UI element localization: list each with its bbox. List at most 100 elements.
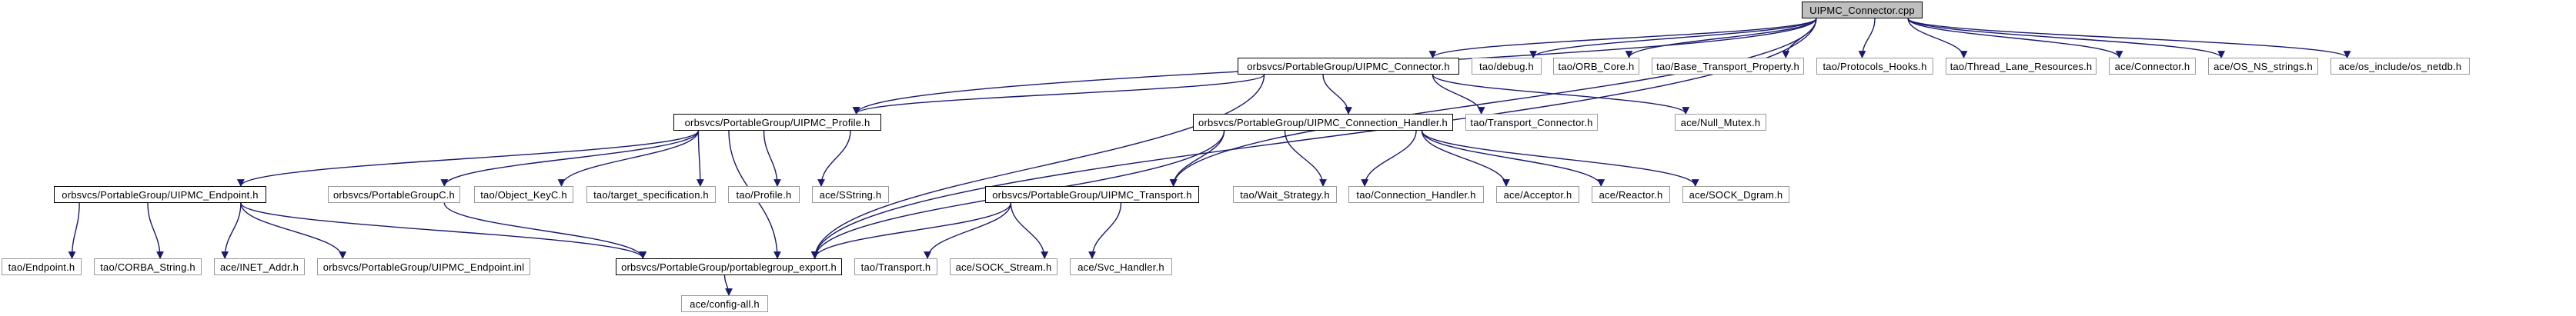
graph-edge bbox=[1421, 130, 1699, 187]
graph-node[interactable]: orbsvcs/PortableGroupC.h bbox=[328, 186, 460, 203]
graph-node[interactable]: tao/Thread_Lane_Resources.h bbox=[1946, 58, 2097, 75]
graph-node-label: tao/Profile.h bbox=[736, 188, 792, 201]
graph-edge bbox=[1088, 202, 1122, 259]
graph-node[interactable]: tao/Connection_Handler.h bbox=[1348, 186, 1484, 203]
graph-node-label: ace/Svc_Handler.h bbox=[1078, 261, 1164, 273]
graph-node[interactable]: ace/Connector.h bbox=[2109, 58, 2196, 75]
graph-node-label: orbsvcs/PortableGroup/portablegroup_expo… bbox=[621, 261, 837, 273]
graph-edge bbox=[440, 130, 700, 187]
graph-node-label: orbsvcs/PortableGroupC.h bbox=[333, 188, 455, 201]
graph-edge bbox=[1858, 18, 1876, 58]
graph-edge bbox=[723, 274, 733, 296]
graph-edge bbox=[696, 130, 704, 187]
graph-edge bbox=[1421, 130, 1510, 187]
graph-node[interactable]: tao/ORB_Core.h bbox=[1553, 58, 1639, 75]
graph-edge bbox=[147, 202, 164, 259]
graph-edge bbox=[443, 202, 647, 259]
graph-node-label: orbsvcs/PortableGroup/UIPMC_Transport.h bbox=[992, 188, 1192, 201]
graph-node-label: ace/Reactor.h bbox=[1599, 188, 1663, 201]
graph-node[interactable]: tao/Wait_Strategy.h bbox=[1233, 186, 1337, 203]
graph-edge bbox=[1322, 74, 1352, 115]
graph-node-label: orbsvcs/PortableGroup/UIPMC_Endpoint.inl bbox=[322, 261, 525, 273]
graph-node[interactable]: ace/Reactor.h bbox=[1592, 186, 1670, 203]
graph-edge bbox=[924, 202, 1012, 259]
graph-node-label: tao/ORB_Core.h bbox=[1558, 60, 1635, 72]
graph-node-label: ace/OS_NS_strings.h bbox=[2213, 60, 2313, 72]
graph-edge bbox=[1169, 18, 1817, 187]
graph-node[interactable]: ace/OS_NS_strings.h bbox=[2208, 58, 2318, 75]
graph-node-label: ace/SOCK_Stream.h bbox=[955, 261, 1052, 273]
graph-node-label: ace/os_include/os_netdb.h bbox=[2338, 60, 2462, 72]
graph-node-label: tao/Connection_Handler.h bbox=[1356, 188, 1476, 201]
graph-node[interactable]: ace/Acceptor.h bbox=[1496, 186, 1579, 203]
graph-edge bbox=[240, 202, 647, 259]
graph-node[interactable]: ace/INET_Addr.h bbox=[214, 258, 305, 275]
graph-node[interactable]: ace/config-all.h bbox=[681, 295, 768, 312]
graph-node-label: ace/Connector.h bbox=[2114, 60, 2190, 72]
graph-node[interactable]: orbsvcs/PortableGroup/UIPMC_Connector.h bbox=[1238, 58, 1459, 75]
graph-node[interactable]: orbsvcs/PortableGroup/UIPMC_Endpoint.inl bbox=[317, 258, 530, 275]
graph-edge bbox=[852, 74, 1265, 115]
graph-node-label: UIPMC_Connector.cpp bbox=[1809, 4, 1915, 16]
graph-node-label: ace/Acceptor.h bbox=[1503, 188, 1572, 201]
graph-edge bbox=[1010, 202, 1049, 259]
graph-edge bbox=[1529, 18, 1817, 58]
graph-node[interactable]: tao/Endpoint.h bbox=[2, 258, 82, 275]
graph-edge bbox=[1421, 130, 1605, 187]
graph-node[interactable]: tao/Transport.h bbox=[854, 258, 937, 275]
graph-node-label: orbsvcs/PortableGroup/UIPMC_Endpoint.h bbox=[62, 188, 259, 201]
graph-node-label: ace/config-all.h bbox=[690, 298, 760, 310]
graph-edge bbox=[810, 202, 1012, 259]
graph-node[interactable]: orbsvcs/PortableGroup/UIPMC_Connection_H… bbox=[1193, 114, 1453, 131]
graph-edge bbox=[237, 130, 700, 187]
graph-node[interactable]: tao/CORBA_String.h bbox=[94, 258, 202, 275]
graph-edge bbox=[68, 202, 80, 259]
graph-node[interactable]: ace/SString.h bbox=[812, 186, 889, 203]
graph-node-label: tao/Thread_Lane_Resources.h bbox=[1950, 60, 2093, 72]
graph-node[interactable]: ace/SOCK_Stream.h bbox=[950, 258, 1057, 275]
graph-edge bbox=[1625, 18, 1817, 58]
graph-node-label: tao/Protocols_Hooks.h bbox=[1823, 60, 1927, 72]
graph-edge bbox=[810, 74, 1265, 259]
graph-node[interactable]: tao/Transport_Connector.h bbox=[1465, 114, 1598, 131]
graph-node-label: tao/debug.h bbox=[1479, 60, 1534, 72]
graph-node-label: ace/Null_Mutex.h bbox=[1680, 116, 1761, 128]
graph-edge bbox=[817, 130, 851, 187]
graph-node[interactable]: tao/target_specification.h bbox=[586, 186, 716, 203]
graph-node[interactable]: orbsvcs/PortableGroup/UIPMC_Transport.h bbox=[985, 186, 1199, 203]
graph-node[interactable]: ace/os_include/os_netdb.h bbox=[2330, 58, 2470, 75]
graph-node[interactable]: orbsvcs/PortableGroup/UIPMC_Profile.h bbox=[673, 114, 881, 131]
graph-node-label: orbsvcs/PortableGroup/UIPMC_Connector.h bbox=[1247, 60, 1450, 72]
graph-edge bbox=[1907, 18, 1968, 58]
graph-node[interactable]: tao/debug.h bbox=[1472, 58, 1542, 75]
graph-edge bbox=[810, 18, 1817, 259]
graph-node-label: ace/SString.h bbox=[819, 188, 882, 201]
graph-node[interactable]: ace/Svc_Handler.h bbox=[1070, 258, 1172, 275]
graph-node[interactable]: tao/Object_KeyC.h bbox=[474, 186, 573, 203]
graph-edge bbox=[1432, 74, 1485, 115]
graph-node[interactable]: tao/Profile.h bbox=[728, 186, 800, 203]
graph-node-label: ace/INET_Addr.h bbox=[220, 261, 299, 273]
graph-edge bbox=[1432, 74, 1690, 115]
graph-edge bbox=[1428, 18, 1817, 58]
graph-node[interactable]: UIPMC_Connector.cpp bbox=[1802, 2, 1923, 18]
graph-edge bbox=[763, 130, 781, 187]
graph-node[interactable]: ace/Null_Mutex.h bbox=[1675, 114, 1766, 131]
graph-node[interactable]: orbsvcs/PortableGroup/UIPMC_Endpoint.h bbox=[54, 186, 266, 203]
graph-edge bbox=[1907, 18, 2351, 58]
graph-node-label: orbsvcs/PortableGroup/UIPMC_Connection_H… bbox=[1198, 116, 1448, 128]
graph-node-label: ace/SOCK_Dgram.h bbox=[1689, 188, 1783, 201]
graph-node[interactable]: tao/Protocols_Hooks.h bbox=[1816, 58, 1933, 75]
graph-edge bbox=[221, 202, 242, 259]
graph-node-label: tao/Object_KeyC.h bbox=[480, 188, 567, 201]
graph-node-label: tao/CORBA_String.h bbox=[100, 261, 195, 273]
graph-edge bbox=[557, 130, 700, 187]
graph-node[interactable]: ace/SOCK_Dgram.h bbox=[1682, 186, 1789, 203]
graph-node-label: tao/Transport.h bbox=[860, 261, 931, 273]
graph-node-label: orbsvcs/PortableGroup/UIPMC_Profile.h bbox=[684, 116, 870, 128]
graph-node[interactable]: tao/Base_Transport_Property.h bbox=[1652, 58, 1804, 75]
graph-node[interactable]: orbsvcs/PortableGroup/portablegroup_expo… bbox=[616, 258, 842, 275]
graph-edge bbox=[240, 202, 347, 259]
graph-edge bbox=[1169, 130, 1225, 187]
